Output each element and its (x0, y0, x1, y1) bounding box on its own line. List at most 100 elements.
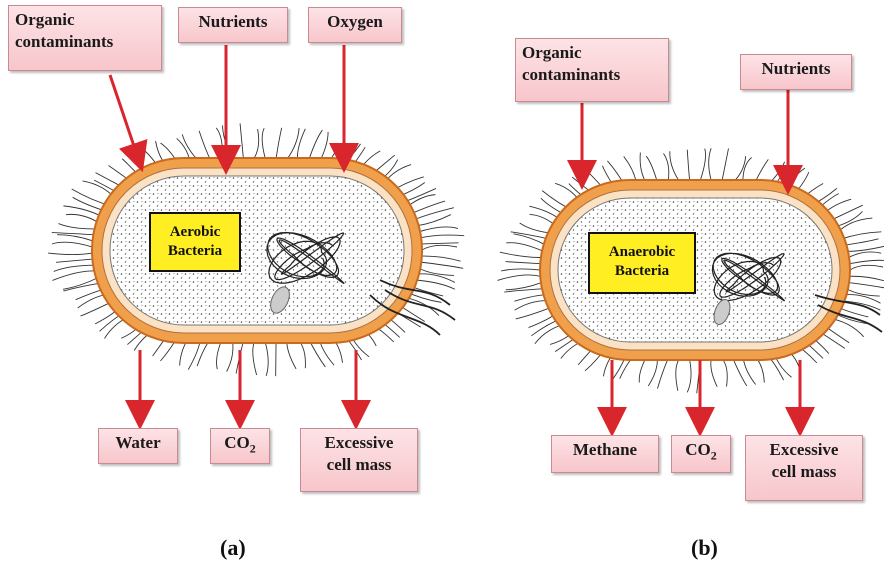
hair (413, 208, 454, 220)
hair (419, 268, 454, 275)
hair (240, 123, 243, 158)
hair (262, 128, 265, 158)
label-text: Methane (573, 440, 637, 459)
hair (732, 156, 745, 182)
hair (416, 215, 451, 226)
hair (732, 357, 746, 385)
hair (66, 214, 99, 223)
hair (497, 275, 540, 280)
hair (722, 148, 729, 181)
hair (700, 149, 705, 180)
hair (265, 342, 268, 376)
cell-type-label-aerobic: Aerobic Bacteria (149, 212, 241, 272)
label-organic-contaminants-b: Organic contaminants (515, 38, 669, 102)
hair (663, 153, 668, 181)
label-subscript: 2 (711, 448, 717, 462)
label-text: CO (685, 440, 711, 459)
hair (848, 252, 881, 257)
hair (850, 260, 884, 263)
hair (648, 357, 657, 385)
hair (413, 280, 455, 289)
hair (422, 245, 457, 250)
cell-type-label-anaerobic: Anaerobic Bacteria (588, 232, 696, 294)
hair (711, 360, 717, 387)
label-line: Excessive (752, 439, 856, 461)
label-line: contaminants (15, 31, 155, 53)
aerobic-bacterium (48, 123, 464, 376)
label-oxygen-a: Oxygen (308, 7, 402, 43)
label-organic-contaminants-a: Organic contaminants (8, 5, 162, 71)
hair (199, 131, 211, 162)
label-methane: Methane (551, 435, 659, 473)
hair (506, 243, 543, 252)
hair (709, 148, 712, 180)
hair (57, 235, 93, 241)
label-co2-b: CO2 (671, 435, 731, 473)
hair (58, 224, 96, 229)
label-co2-a: CO2 (210, 428, 270, 464)
hair (670, 151, 679, 180)
label-line: Bacteria (155, 242, 235, 261)
hair (500, 252, 542, 257)
label-text: Nutrients (762, 59, 831, 78)
hair (514, 295, 546, 301)
label-text: Nutrients (199, 12, 268, 31)
hair (287, 340, 296, 368)
label-text: Oxygen (327, 12, 383, 31)
label-subscript: 2 (250, 441, 256, 455)
hair (687, 360, 691, 392)
hair (847, 246, 884, 251)
label-nutrients-a: Nutrients (178, 7, 288, 43)
hair (56, 259, 93, 262)
label-water: Water (98, 428, 178, 464)
label-excessive-cell-mass-b: Excessive cell mass (745, 435, 863, 501)
label-line: Organic (15, 9, 155, 31)
hair (844, 239, 879, 245)
hair (52, 271, 96, 280)
hair (421, 262, 464, 268)
label-line: Organic (522, 42, 662, 64)
hair (223, 125, 233, 159)
label-nutrients-b: Nutrients (740, 54, 852, 90)
label-text: CO (224, 433, 250, 452)
label-line: cell mass (752, 461, 856, 483)
hair (48, 253, 92, 255)
panel-caption-b: (b) (691, 535, 718, 561)
hair (505, 262, 540, 264)
panel-caption-a: (a) (220, 535, 246, 561)
hair (422, 256, 461, 261)
hair (216, 128, 222, 160)
hair (646, 156, 657, 182)
hair (254, 129, 258, 158)
hair (676, 360, 679, 391)
hair (848, 283, 884, 289)
hair (217, 340, 222, 369)
hair (253, 342, 257, 375)
hair (657, 359, 668, 389)
hair (419, 227, 458, 232)
hair (506, 283, 542, 290)
label-line: cell mass (307, 454, 411, 476)
hair (850, 276, 884, 281)
arrow-organic-in-a (110, 75, 138, 158)
hair (501, 269, 540, 271)
label-text: Water (115, 433, 160, 452)
label-line: contaminants (522, 64, 662, 86)
label-line: Bacteria (594, 262, 690, 281)
hair (52, 242, 92, 247)
hair (54, 265, 94, 271)
hair (63, 277, 99, 289)
label-excessive-cell-mass-a: Excessive cell mass (300, 428, 418, 492)
hair (722, 359, 727, 387)
hair (422, 243, 459, 244)
hair (687, 150, 689, 180)
hair (515, 301, 550, 311)
hair (227, 341, 233, 372)
label-line: Excessive (307, 432, 411, 454)
hair (841, 232, 882, 239)
label-line: Anaerobic (594, 243, 690, 262)
label-line: Aerobic (155, 223, 235, 242)
hair (276, 128, 282, 159)
hair (421, 235, 465, 238)
